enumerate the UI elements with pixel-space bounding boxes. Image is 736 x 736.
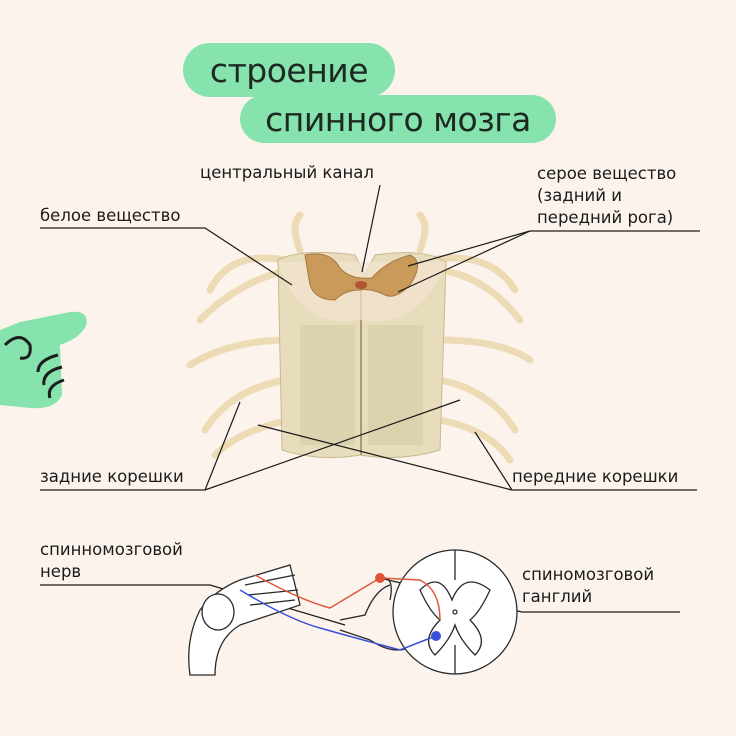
label-spinal-nerve-2: нерв [40,562,82,581]
ganglion-neuron-dot [375,573,385,583]
reflex-arc-schematic [188,549,518,676]
label-spinal-nerve-1: спинномозговой [40,540,183,559]
pointing-hand-icon [0,311,87,409]
label-ganglion-1: спиномозговой [522,565,655,584]
title-line-2: спинного мозга [240,95,556,143]
label-grey-matter-2: (задний и [537,186,622,205]
label-ganglion-2: ганглий [522,587,593,606]
label-dorsal-roots: задние корешки [40,467,184,486]
label-grey-matter-1: серое вещество [537,164,677,183]
label-ventral-roots: передние корешки [512,467,679,486]
label-grey-matter-3: передний рога) [537,208,674,227]
title-line-1: строение [183,43,395,97]
label-central-canal: центральный канал [200,163,374,182]
label-white-matter: белое вещество [40,206,181,225]
motor-neuron-dot [431,631,441,641]
